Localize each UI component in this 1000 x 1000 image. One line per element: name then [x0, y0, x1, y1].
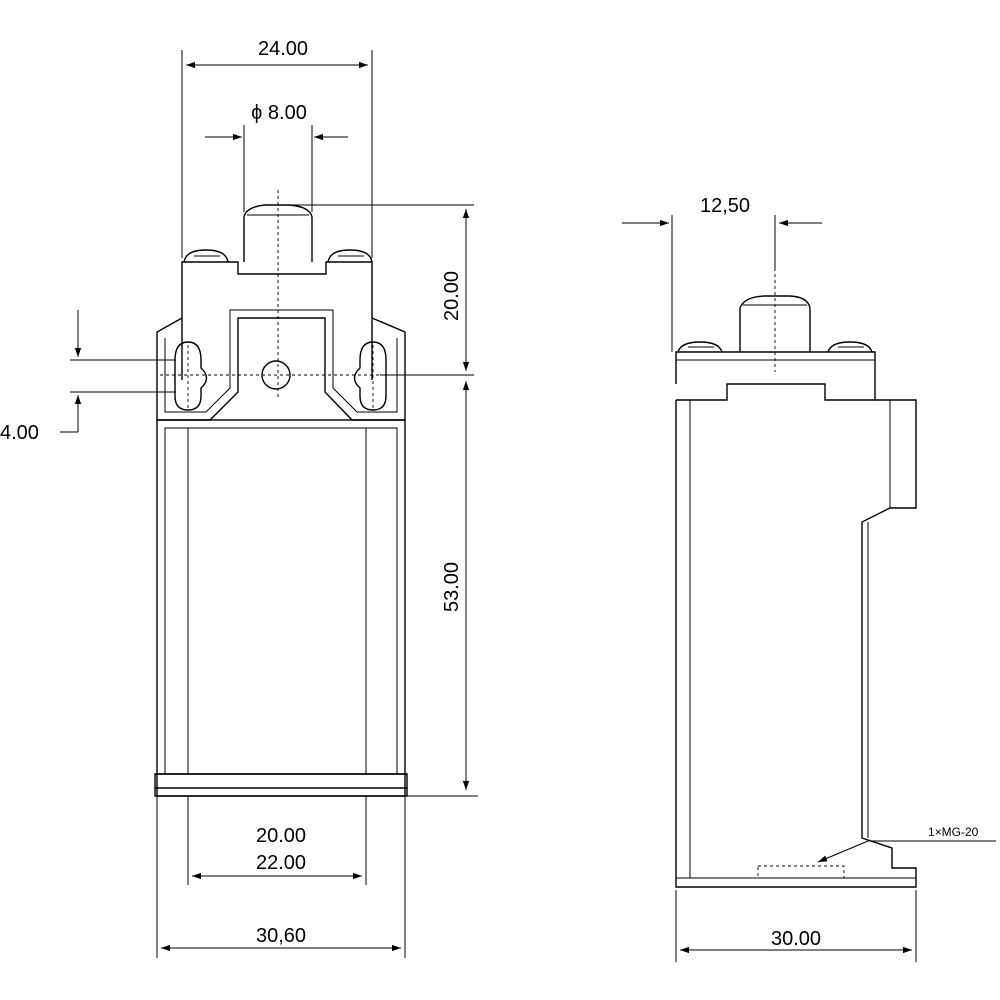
annotation-cable-gland: 1×MG-20 — [928, 825, 979, 839]
front-view — [154, 190, 408, 797]
dim-side-width: 30.00 — [771, 928, 821, 950]
front-head — [181, 261, 373, 380]
side-head — [675, 351, 876, 401]
side-view — [675, 268, 917, 888]
side-plunger — [739, 295, 811, 352]
dim-hole-spacing: 4.00 — [0, 422, 39, 444]
dim-front-width: 30,60 — [256, 925, 306, 947]
front-slot-left — [174, 341, 208, 411]
dim-top-width: 24.00 — [258, 38, 308, 60]
front-body — [156, 419, 406, 797]
side-screw-left — [677, 341, 723, 353]
front-dimensions: 24.00 ϕ 8.00 20.00 53.00 4.00 20.00 22.0… — [0, 38, 478, 958]
side-screw-right — [827, 341, 873, 353]
front-slot-right — [353, 341, 387, 411]
side-gland-outline — [757, 865, 845, 879]
side-body — [675, 399, 917, 888]
front-screw-left — [183, 249, 229, 263]
dim-inner-width-b: 22.00 — [256, 852, 306, 874]
dim-side-offset: 12,50 — [700, 195, 750, 217]
side-dimensions: 12,50 30.00 1×MG-20 — [622, 195, 996, 962]
front-screw-right — [327, 249, 373, 263]
front-plunger — [243, 204, 313, 262]
front-flange — [156, 317, 406, 421]
dim-inner-width-a: 20.00 — [256, 825, 306, 847]
dim-plunger-height: 20.00 — [441, 271, 463, 321]
dim-body-height: 53.00 — [441, 562, 463, 612]
dim-plunger-diameter: ϕ 8.00 — [251, 102, 307, 124]
